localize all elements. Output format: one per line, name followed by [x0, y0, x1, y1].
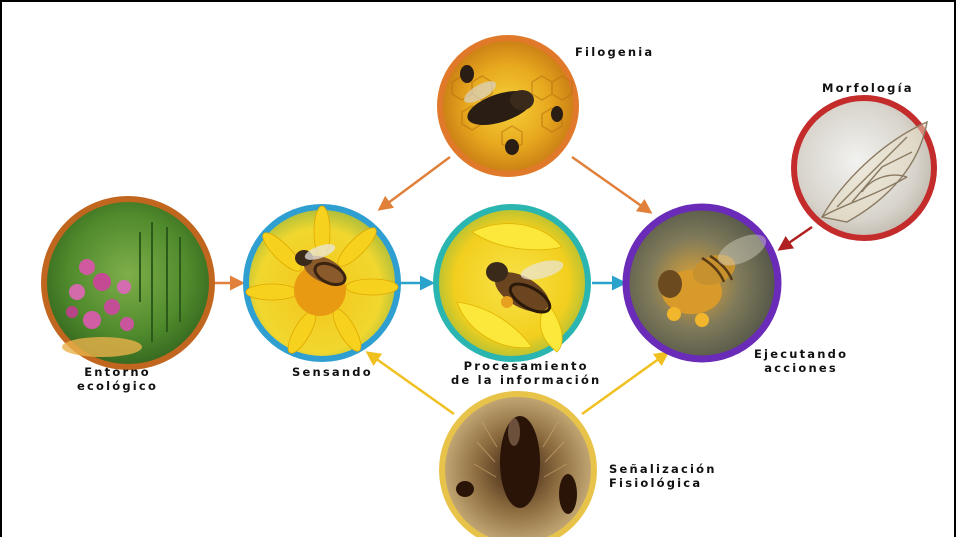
label-filogenia: Filogenia — [575, 45, 654, 59]
label-ejecutando: Ejecutando acciones — [754, 347, 848, 375]
label-procesamiento: Procesamiento de la información — [451, 359, 601, 387]
arrow-filogenia-to-ejecutando — [572, 157, 650, 212]
node-ejecutando — [626, 207, 778, 359]
arrow-morfologia-to-ejecutando — [780, 227, 812, 249]
node-morfologia — [794, 98, 934, 238]
node-senalizacion — [442, 394, 594, 537]
node-sensando — [246, 206, 398, 359]
node-entorno — [44, 199, 212, 367]
label-morfologia: Morfología — [822, 81, 914, 95]
arrow-filogenia-to-sensando — [380, 157, 450, 209]
node-filogenia — [440, 38, 576, 174]
label-entorno: Entorno ecológico — [77, 365, 158, 393]
label-sensando: Sensando — [292, 365, 373, 379]
node-procesamiento — [436, 207, 588, 359]
arrow-senalizacion-to-sensando — [368, 353, 454, 414]
label-senalizacion: Señalización Fisiológica — [609, 462, 717, 490]
